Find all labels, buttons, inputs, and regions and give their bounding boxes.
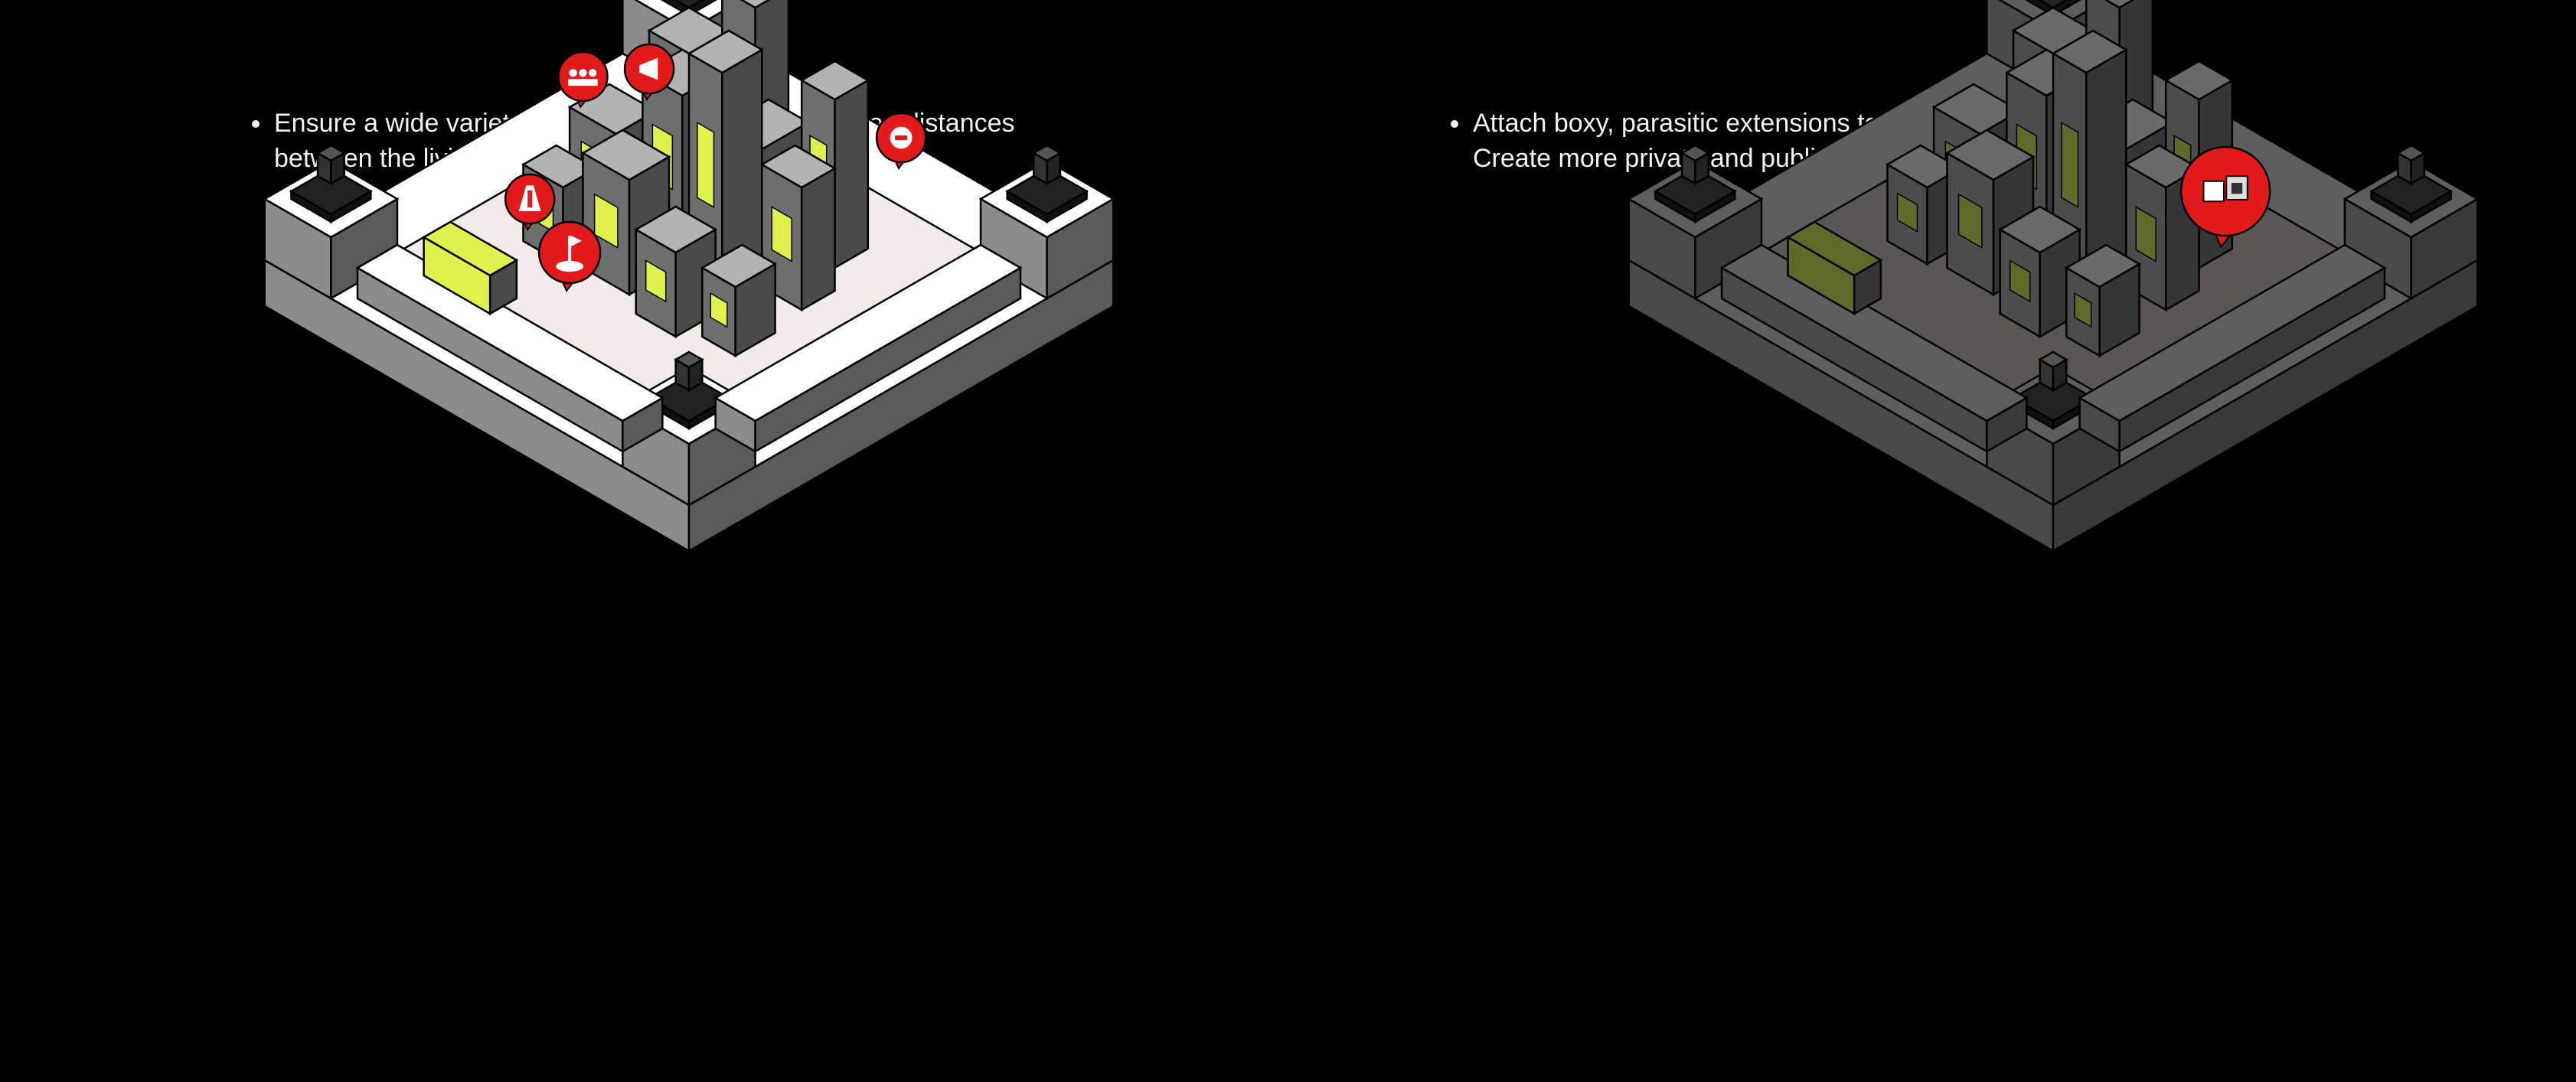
window-panel (697, 121, 715, 209)
window-panel (1957, 193, 1983, 249)
courtyard-well (1653, 167, 1737, 224)
corner-tower (978, 159, 1115, 301)
rooftop-vent (1031, 144, 1063, 186)
building-block (2064, 243, 2142, 358)
extension-box-icon (2179, 145, 2271, 249)
window-panel (1896, 192, 1918, 233)
rooftop-vent (2395, 144, 2427, 186)
megaphone-icon (623, 43, 675, 101)
building-block (700, 243, 778, 358)
building-block (1885, 144, 1963, 266)
rooftop-vent (1680, 144, 1711, 186)
courtyard-well (289, 167, 373, 224)
window-panel (2074, 292, 2092, 328)
window-panel (593, 193, 619, 249)
rooftop-vent (315, 144, 347, 186)
rooftop-vent (674, 350, 704, 393)
panel-parasitic-extensions: Attach boxy, parasitic extensions to the… (1288, 0, 2575, 1082)
side-wing (1719, 243, 2029, 454)
courtyard-well (1005, 167, 1089, 224)
accent-facade (1786, 220, 1883, 316)
people-icon (557, 51, 609, 109)
isometric-diagram-community (263, 0, 1115, 553)
rooftop-vent (2038, 350, 2068, 393)
iso-scene (263, 0, 1115, 553)
window-panel (645, 259, 667, 303)
side-wing (355, 243, 664, 454)
courtyard-well (2369, 167, 2454, 224)
side-wing (713, 243, 1023, 454)
window-panel (2009, 259, 2031, 303)
road-icon (504, 173, 556, 231)
side-wing (2078, 243, 2387, 454)
window-panel (710, 292, 728, 328)
window-panel (2061, 121, 2079, 209)
window-panel (771, 206, 792, 262)
isometric-diagram-extensions (1627, 0, 2480, 553)
iso-scene (1627, 0, 2480, 553)
flag-icon (537, 220, 602, 292)
window-panel (2135, 206, 2156, 262)
panel-community-activities: Ensure a wide variety of community activ… (0, 0, 1288, 1082)
minus-icon (875, 112, 927, 170)
accent-facade (422, 220, 519, 316)
